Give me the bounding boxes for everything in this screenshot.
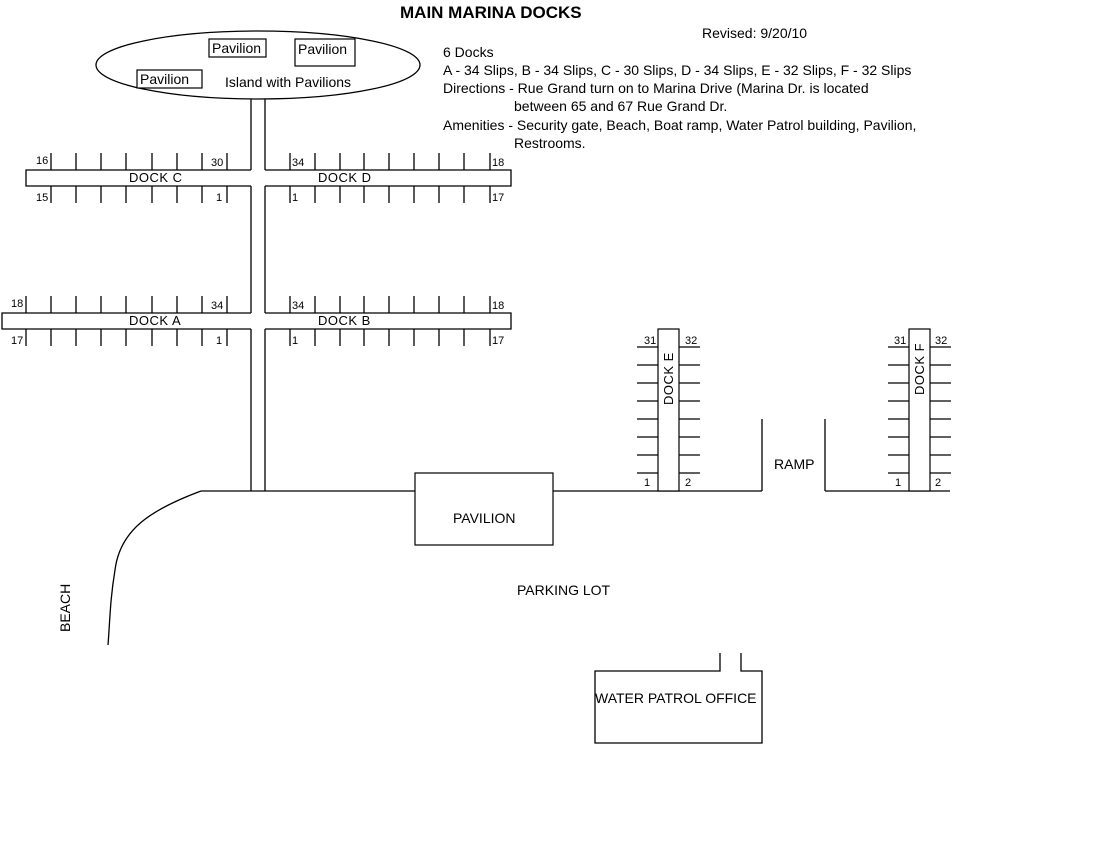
dock-a-slip-label: 18: [11, 298, 23, 310]
dock-d-label: DOCK D: [318, 170, 372, 185]
dock-c-slip-label: 16: [36, 155, 48, 167]
ramp-label: RAMP: [774, 456, 814, 472]
dock-c: DOCK C 16 30 15 1: [25, 153, 251, 204]
dock-e-slip-label: 31: [644, 335, 656, 347]
map-title: MAIN MARINA DOCKS: [400, 3, 582, 22]
dock-a-slip-label: 17: [11, 335, 23, 347]
dock-b-slip-label: 17: [492, 335, 504, 347]
dock-a: DOCK A 18 34 17 1: [1, 296, 251, 347]
dock-a-slip-label: 1: [216, 335, 222, 347]
beach-label: BEACH: [57, 584, 73, 632]
dock-d-slip-label: 34: [292, 157, 304, 169]
dock-f: DOCK F 31 32 1 2: [888, 328, 951, 492]
dock-f-slip-label: 32: [935, 335, 947, 347]
island-outline: [95, 30, 421, 100]
island-pavilion-2-label: Pavilion: [298, 41, 347, 57]
dock-e-slip-label: 32: [685, 335, 697, 347]
dock-e-slip-label: 2: [685, 477, 691, 489]
docks-count: 6 Docks: [443, 44, 494, 60]
island-pavilion-3: [136, 69, 203, 89]
dock-e-pier: [657, 328, 680, 492]
revised-date: Revised: 9/20/10: [702, 25, 807, 41]
dock-b-slip-label: 1: [292, 335, 298, 347]
directions-line1: Directions - Rue Grand turn on to Marina…: [443, 80, 869, 96]
island-pavilion-1: [208, 38, 267, 58]
dock-c-slip-label: 1: [216, 192, 222, 204]
dock-a-slip-label: 34: [211, 300, 223, 312]
island-pavilion-3-label: Pavilion: [140, 71, 189, 87]
directions-line2: between 65 and 67 Rue Grand Dr.: [514, 98, 727, 114]
island-pavilion-2: [294, 38, 356, 67]
dock-f-pier: [908, 328, 931, 492]
dock-c-slip-label: 15: [36, 192, 48, 204]
dock-d-slip-label: 18: [492, 157, 504, 169]
slips-summary: A - 34 Slips, B - 34 Slips, C - 30 Slips…: [443, 62, 911, 78]
dock-b-label: DOCK B: [318, 313, 371, 328]
dock-a-label: DOCK A: [129, 313, 181, 328]
dock-c-slip-label: 30: [211, 157, 223, 169]
dock-f-slip-label: 2: [935, 477, 941, 489]
dock-e: DOCK E 31 32 1 2: [637, 328, 700, 492]
dock-e-label: DOCK E: [661, 352, 676, 405]
pavilion-building: [414, 472, 554, 546]
dock-d-slip-label: 17: [492, 192, 504, 204]
amenities-line1: Amenities - Security gate, Beach, Boat r…: [443, 117, 916, 133]
water-patrol-office: WATER PATROL OFFICE: [594, 653, 763, 744]
dock-c-label: DOCK C: [129, 170, 183, 185]
dock-b: DOCK B 34 18 1 17: [265, 296, 512, 347]
pavilion-label: PAVILION: [453, 510, 516, 526]
dock-f-slip-label: 1: [895, 477, 901, 489]
island: Pavilion Pavilion Pavilion Island with P…: [95, 30, 421, 100]
dock-d: DOCK D 34 18 1 17: [265, 153, 512, 204]
dock-b-slip-label: 18: [492, 300, 504, 312]
dock-f-slip-label: 31: [894, 335, 906, 347]
parking-lot-label: PARKING LOT: [517, 582, 611, 598]
amenities-line2: Restrooms.: [514, 135, 586, 151]
island-label: Island with Pavilions: [225, 74, 351, 90]
main-walkway: [250, 99, 266, 491]
dock-d-slip-label: 1: [292, 192, 298, 204]
island-pavilion-1-label: Pavilion: [212, 40, 261, 56]
dock-f-label: DOCK F: [912, 343, 927, 395]
water-patrol-office-label: WATER PATROL OFFICE: [595, 690, 757, 706]
dock-b-slip-label: 34: [292, 300, 304, 312]
dock-e-slip-label: 1: [644, 477, 650, 489]
